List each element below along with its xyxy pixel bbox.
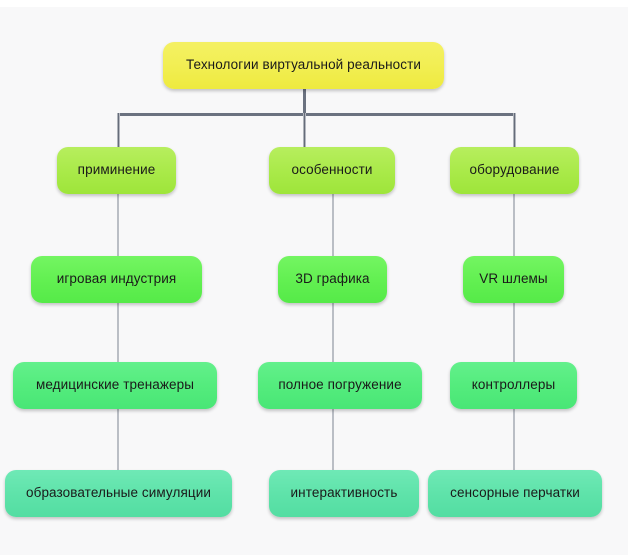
connector-right-3-4 [513,409,515,471]
connector-middle-1-2 [332,194,334,256]
canvas-top-strip [0,0,628,7]
connector-root-drop [303,88,306,115]
connector-left-3-4 [117,409,119,471]
node-left-2[interactable]: игровая индустрия [31,256,202,303]
node-middle-3[interactable]: полное погружение [258,362,422,409]
connector-middle-3-4 [332,409,334,471]
connector-left-2-3 [117,303,119,363]
node-right-4[interactable]: сенсорные перчатки [428,470,602,517]
node-right-2[interactable]: VR шлемы [463,256,564,303]
node-right-3[interactable]: контроллеры [450,362,577,409]
connector-middle-branch-drop [303,113,306,148]
node-middle-1[interactable]: особенности [269,147,395,194]
connector-right-branch-drop [513,113,516,148]
node-left-3[interactable]: медицинские тренажеры [13,362,217,409]
node-right-1[interactable]: оборудование [450,147,579,194]
node-left-4[interactable]: образовательные симуляции [5,470,232,517]
connector-left-1-2 [117,194,119,256]
node-middle-4[interactable]: интерактивность [269,470,419,517]
connector-left-branch-drop [117,113,120,148]
connector-middle-2-3 [332,303,334,363]
node-middle-2[interactable]: 3D графика [278,256,387,303]
node-left-1[interactable]: приминение [57,147,176,194]
node-root[interactable]: Технологии виртуальной реальности [163,42,444,89]
connector-right-2-3 [513,303,515,363]
connector-root-horizontal [117,113,516,116]
connector-right-1-2 [513,194,515,256]
